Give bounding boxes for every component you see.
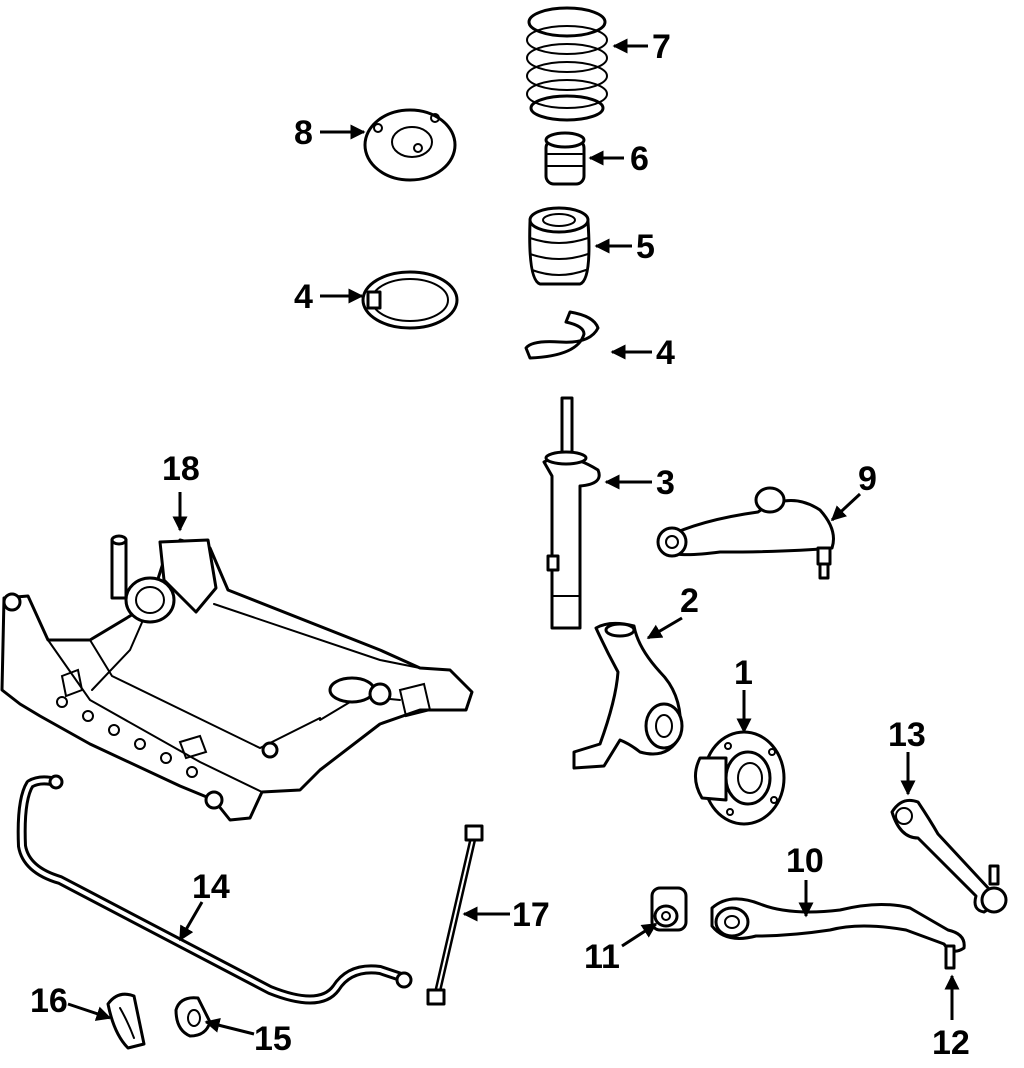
- callout-3: 3: [656, 464, 675, 502]
- dust-boot[interactable]: [528, 206, 591, 286]
- callout-12: 12: [932, 1024, 970, 1062]
- coil-spring[interactable]: [526, 6, 608, 122]
- stabilizer-bar[interactable]: [16, 774, 413, 1005]
- callout-2: 2: [680, 582, 699, 620]
- lower-spring-seat[interactable]: [524, 310, 600, 360]
- bump-stop[interactable]: [544, 131, 586, 186]
- callout-14: 14: [192, 868, 230, 906]
- callout-8: 8: [294, 114, 313, 152]
- control-arm-bushing[interactable]: [650, 886, 688, 932]
- callout-4-lower: 4: [656, 334, 675, 372]
- wheel-hub[interactable]: [694, 730, 786, 826]
- callout-15: 15: [254, 1020, 292, 1058]
- callout-6: 6: [630, 140, 649, 178]
- front-subframe[interactable]: [0, 534, 474, 822]
- stabilizer-bracket[interactable]: [106, 992, 146, 1050]
- callout-5: 5: [636, 228, 655, 266]
- upper-spring-seat[interactable]: [361, 270, 459, 330]
- callout-7: 7: [652, 28, 671, 66]
- callout-13: 13: [888, 716, 926, 754]
- steering-knuckle[interactable]: [572, 621, 684, 770]
- callout-18: 18: [162, 450, 200, 488]
- lower-control-arm[interactable]: [710, 897, 966, 970]
- callout-9: 9: [858, 460, 877, 498]
- tension-strut[interactable]: [890, 798, 1008, 914]
- strut-assembly[interactable]: [542, 396, 601, 630]
- callout-leaders: [67, 38, 960, 1036]
- callout-1: 1: [734, 654, 753, 692]
- callout-11: 11: [584, 938, 620, 976]
- stabilizer-bushing[interactable]: [174, 996, 212, 1038]
- strut-mount[interactable]: [363, 108, 457, 182]
- callout-10: 10: [786, 842, 824, 880]
- callout-4-upper: 4: [294, 278, 313, 316]
- callout-16: 16: [30, 982, 68, 1020]
- upper-control-arm[interactable]: [656, 486, 835, 580]
- callout-17: 17: [512, 896, 550, 934]
- stabilizer-link[interactable]: [426, 824, 484, 1006]
